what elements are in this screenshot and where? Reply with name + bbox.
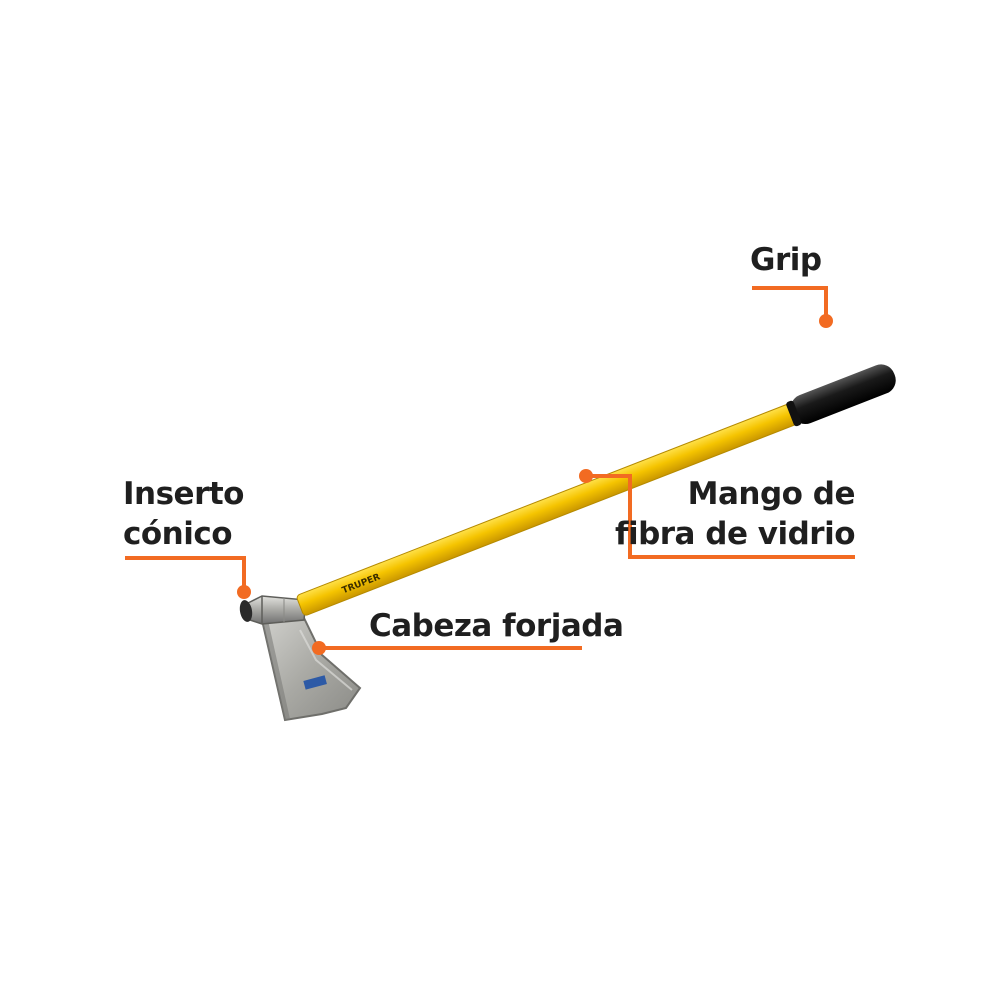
label-grip-text: Grip bbox=[750, 242, 822, 278]
callout-grip bbox=[752, 286, 833, 328]
callout-mango bbox=[579, 469, 855, 559]
label-inserto-conico: Inserto cónico bbox=[123, 474, 244, 554]
label-mango: Mango de fibra de vidrio bbox=[614, 474, 856, 554]
label-mango-line1: Mango de bbox=[687, 476, 856, 512]
callout-inserto-conico bbox=[125, 556, 251, 599]
conical-insert-collar bbox=[239, 595, 307, 625]
label-cabeza-text: Cabeza forjada bbox=[369, 608, 624, 644]
label-inserto-line1: Inserto bbox=[123, 476, 244, 512]
callout-cabeza-forjada bbox=[312, 641, 582, 655]
label-mango-line2: fibra de vidrio bbox=[614, 516, 856, 552]
forged-head-blade bbox=[260, 616, 362, 722]
grip bbox=[786, 364, 896, 427]
blade-sticker bbox=[303, 675, 327, 690]
fiberglass-handle: TRUPER bbox=[296, 364, 896, 616]
label-cabeza-forjada: Cabeza forjada bbox=[369, 606, 624, 646]
label-grip: Grip bbox=[750, 240, 822, 280]
label-inserto-line2: cónico bbox=[123, 516, 233, 552]
